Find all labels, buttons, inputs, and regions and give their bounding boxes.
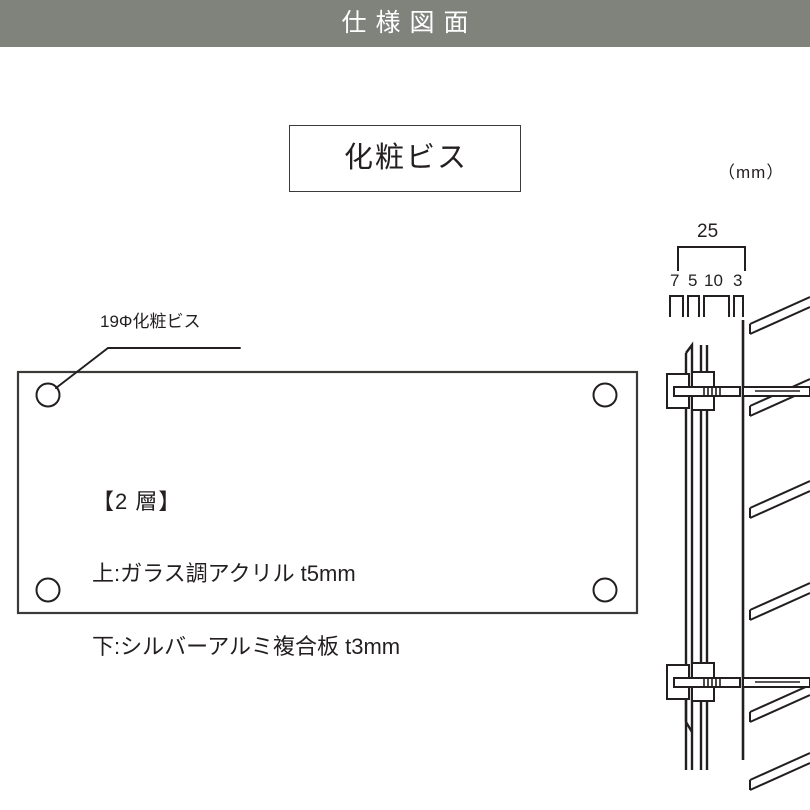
page-title: 仕様図面 <box>341 9 478 37</box>
louver-fin <box>749 582 810 621</box>
dimension-segment-label-2: 5 <box>688 271 698 290</box>
unit-note-label: （mm） <box>718 163 785 182</box>
dimension-bracket-total <box>677 246 746 271</box>
spec-line-layers: 【2 層】 <box>92 488 182 514</box>
louver-fin <box>749 752 810 791</box>
screw-cap <box>666 664 690 700</box>
dimension-bracket-segments <box>669 295 744 317</box>
panel-bottom-chamfer <box>684 700 694 733</box>
screw-cap <box>666 373 690 409</box>
louver-fins <box>749 296 810 791</box>
louver-fin <box>749 684 810 723</box>
screw-collar <box>691 371 715 411</box>
louver-fin <box>749 378 810 417</box>
screw-hole-bottom-right <box>592 577 618 603</box>
dim-bracket-10 <box>703 295 730 317</box>
dim-bracket-3 <box>733 295 744 317</box>
screw-collar <box>691 662 715 702</box>
dim-bracket-5 <box>687 295 700 317</box>
spec-line-upper: 上:ガラス調アクリル t5mm <box>92 561 356 587</box>
dimension-segment-label-3: 10 <box>704 271 723 290</box>
screw-assembly-upper <box>666 371 741 411</box>
screw-hole-top-right <box>592 382 618 408</box>
panel-layers <box>684 341 709 770</box>
dimension-segment-label-1: 7 <box>670 271 680 290</box>
product-title-label: 化粧ビス <box>343 142 468 174</box>
dim-bracket-7 <box>669 295 684 317</box>
acrylic-layer-edge <box>685 341 694 770</box>
screw-thread-upper <box>703 387 721 396</box>
spec-line-lower: 下:シルバーアルミ複合板 t3mm <box>92 633 401 659</box>
dimension-total-label: 25 <box>697 221 719 242</box>
louver-fin <box>749 480 810 519</box>
dimension-segment-label-4: 3 <box>733 271 743 290</box>
wall-anchor-lower <box>742 677 810 688</box>
screw-assembly-lower <box>666 662 741 702</box>
screw-shaft <box>673 386 741 397</box>
page-header-bar: 仕様図面 <box>0 0 810 47</box>
screw-thread-lower <box>703 678 721 687</box>
screw-hole-top-left <box>35 382 61 408</box>
louver-fin <box>749 296 810 335</box>
wall-anchor-upper <box>742 386 810 397</box>
callout-leader-line <box>55 347 241 389</box>
screw-callout-label: 19Φ化粧ビス <box>100 312 201 331</box>
screw-hole-bottom-left <box>35 577 61 603</box>
screw-shaft <box>673 677 741 688</box>
spec-text-block: 【2 層】 上:ガラス調アクリル t5mm 下:シルバーアルミ複合板 t3mm <box>92 444 400 704</box>
product-title-box: 化粧ビス <box>289 125 521 192</box>
